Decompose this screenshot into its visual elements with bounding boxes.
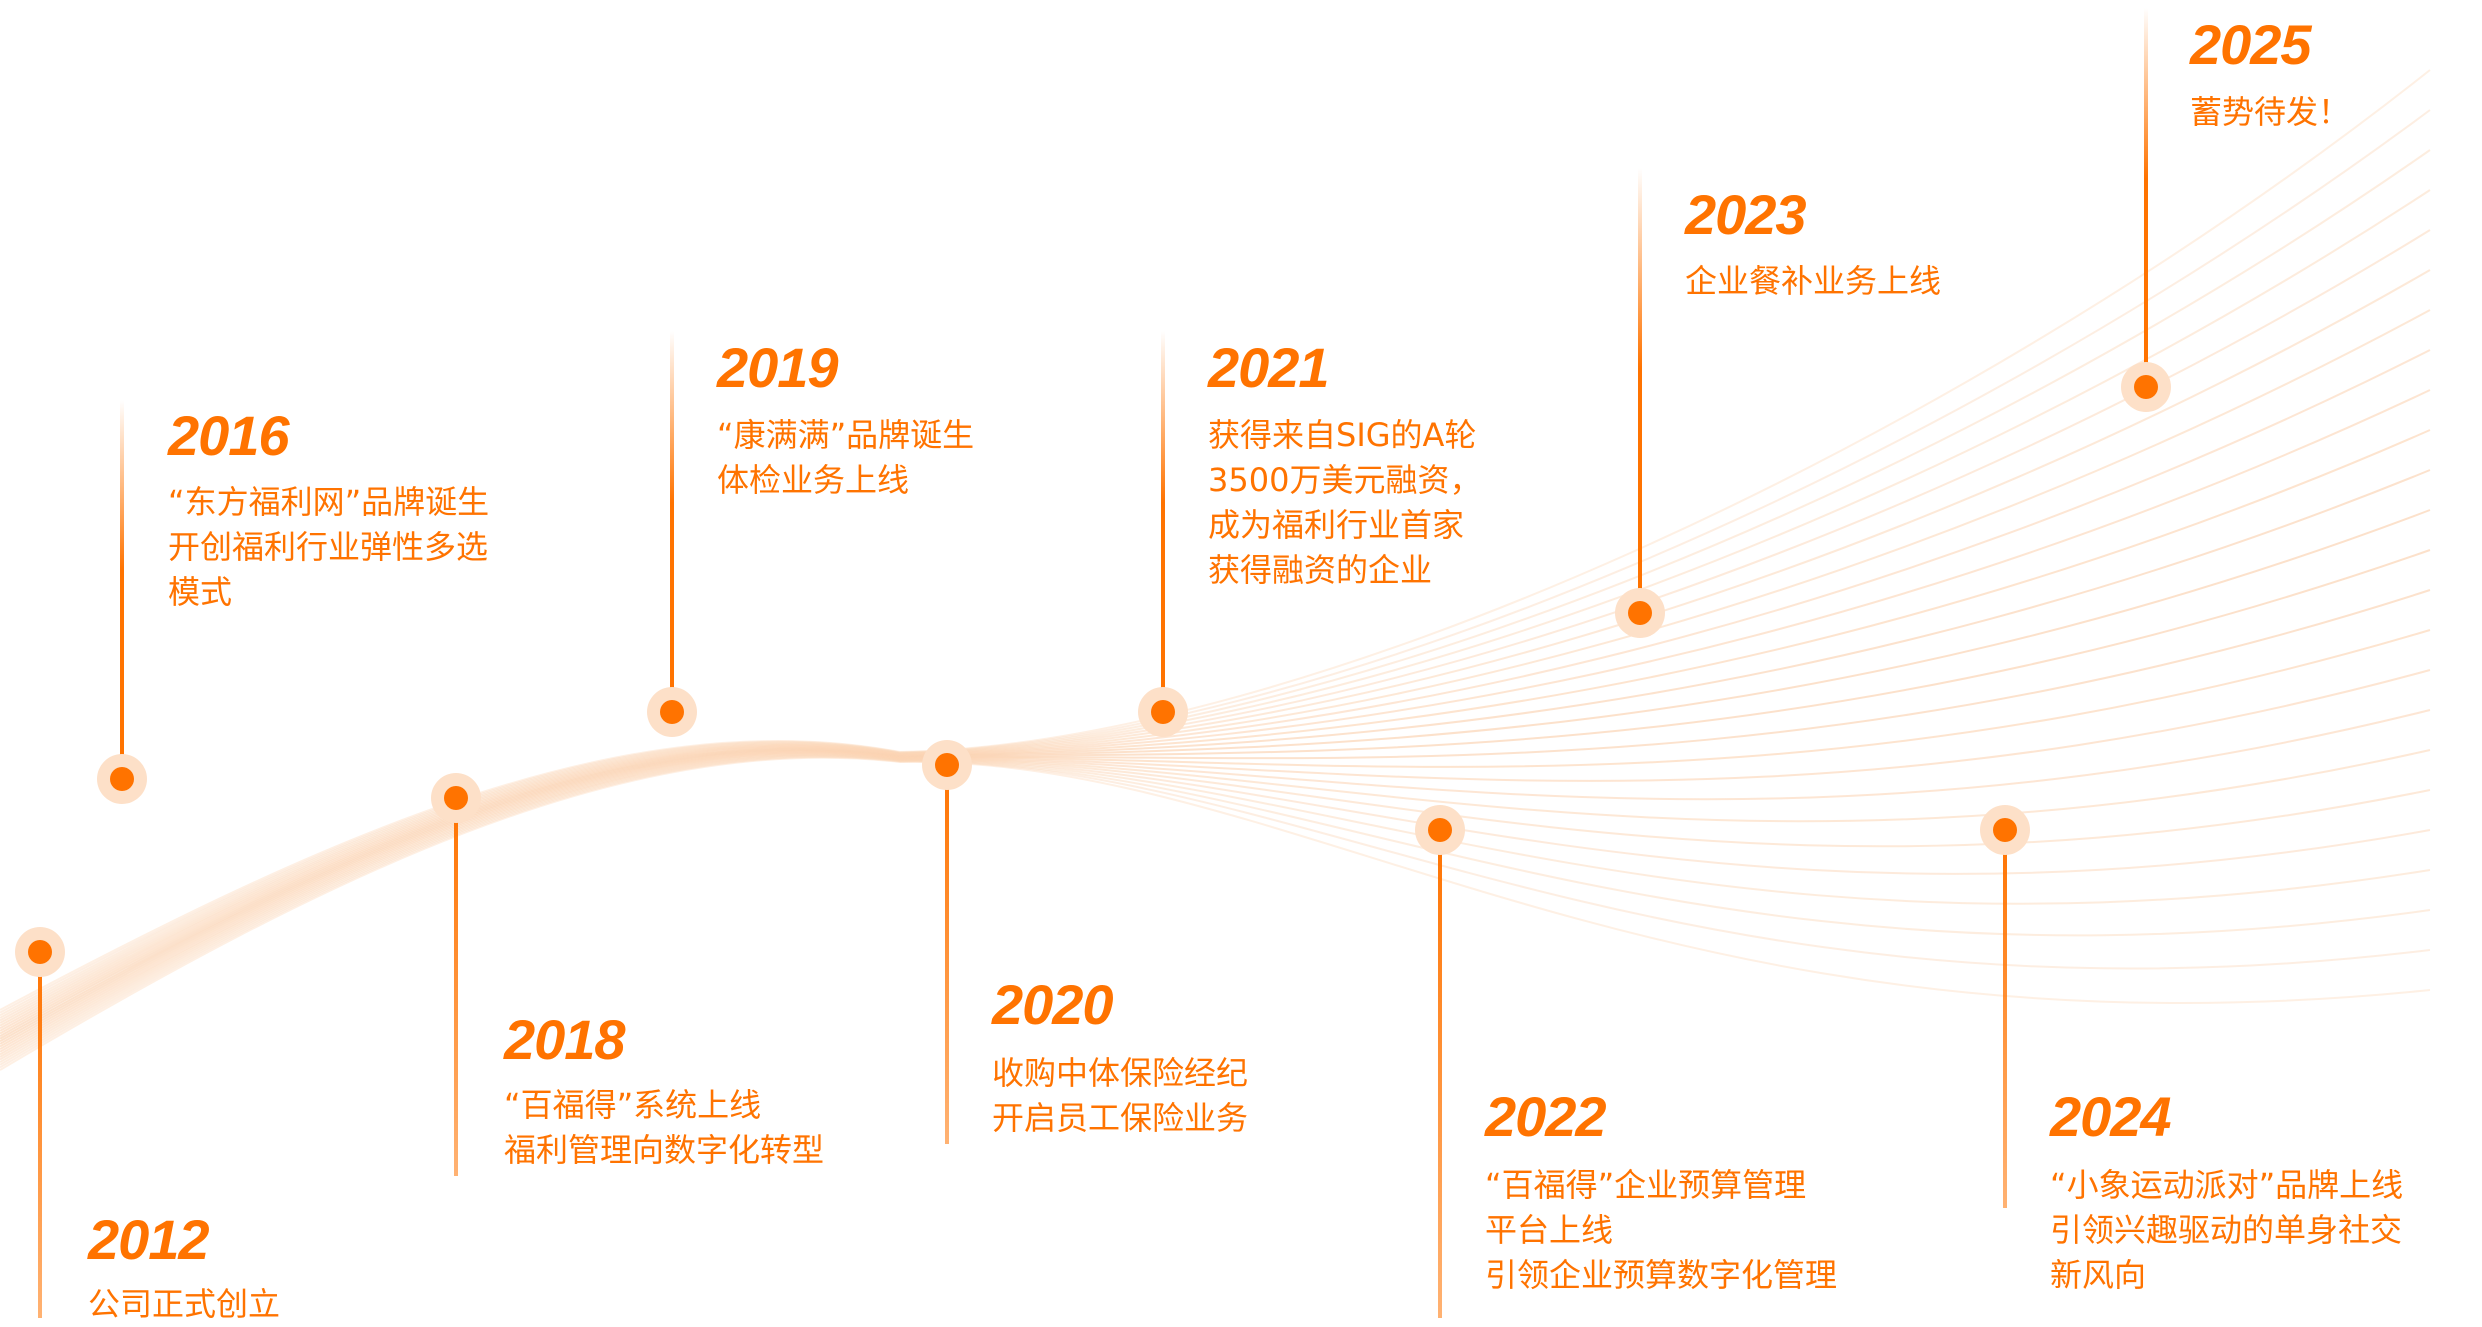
decorative-curve [0, 756, 2431, 1071]
event-description: “康满满”品牌诞生体检业务上线 [717, 416, 975, 499]
decorative-curve [0, 149, 2431, 1017]
milestone-dot [1615, 588, 1665, 638]
decorative-curve [0, 753, 2431, 1058]
decorative-curve [0, 309, 2431, 1027]
connector-line [1438, 830, 1442, 1318]
decorative-curve [0, 756, 2431, 1069]
connector-line [1638, 168, 1642, 613]
milestone-dot [1980, 805, 2030, 855]
event-description: 收购中体保险经纪开启员工保险业务 [992, 1054, 1249, 1137]
connector-line [2003, 830, 2007, 1208]
decorative-curve [0, 754, 2431, 1061]
connector-line [1161, 331, 1165, 712]
event-year: 2019 [717, 336, 839, 399]
event-description: 公司正式创立 [88, 1285, 281, 1323]
event-year: 2022 [1485, 1085, 1607, 1148]
milestone-dot [647, 687, 697, 737]
connector-line [454, 798, 458, 1176]
decorative-curve [0, 755, 2431, 1066]
event-description: “东方福利网”品牌诞生开创福利行业弹性多选模式 [168, 483, 490, 611]
decorative-curve [0, 589, 2431, 1045]
decorative-curve [0, 189, 2431, 1019]
milestone-dot [431, 773, 481, 823]
connector-line [120, 400, 124, 779]
milestone-dot [15, 927, 65, 977]
event-year: 2016 [168, 404, 290, 467]
event-year: 2018 [504, 1008, 626, 1071]
connector-line [945, 765, 949, 1144]
event-year: 2024 [2050, 1085, 2172, 1148]
connector-line [38, 952, 42, 1318]
event-description: 蓄势待发！ [2190, 93, 2351, 131]
milestone-dot [1138, 687, 1188, 737]
decorative-curve [0, 229, 2431, 1022]
event-description: 企业餐补业务上线 [1685, 262, 1942, 300]
connector-line [670, 331, 674, 712]
decorative-curve [0, 349, 2431, 1030]
event-year: 2025 [2190, 13, 2312, 76]
event-description: “百福得”企业预算管理平台上线引领企业预算数字化管理 [1485, 1166, 1838, 1294]
decorative-curve [0, 754, 2431, 1064]
milestone-dot [1415, 805, 1465, 855]
event-year: 2020 [992, 973, 1114, 1036]
event-description: “百福得”系统上线福利管理向数字化转型 [504, 1086, 825, 1169]
event-year: 2023 [1685, 183, 1807, 246]
milestone-dot [2121, 362, 2171, 412]
milestone-dot [97, 754, 147, 804]
event-year: 2012 [88, 1208, 210, 1271]
decorative-curve [0, 269, 2431, 1024]
decorative-curve [0, 109, 2431, 1014]
milestone-dot [922, 740, 972, 790]
event-year: 2021 [1208, 336, 1330, 399]
connector-line [2144, 8, 2148, 387]
event-description: “小象运动派对”品牌上线引领兴趣驱动的单身社交新风向 [2050, 1166, 2404, 1294]
decorative-curve [0, 69, 2431, 1011]
